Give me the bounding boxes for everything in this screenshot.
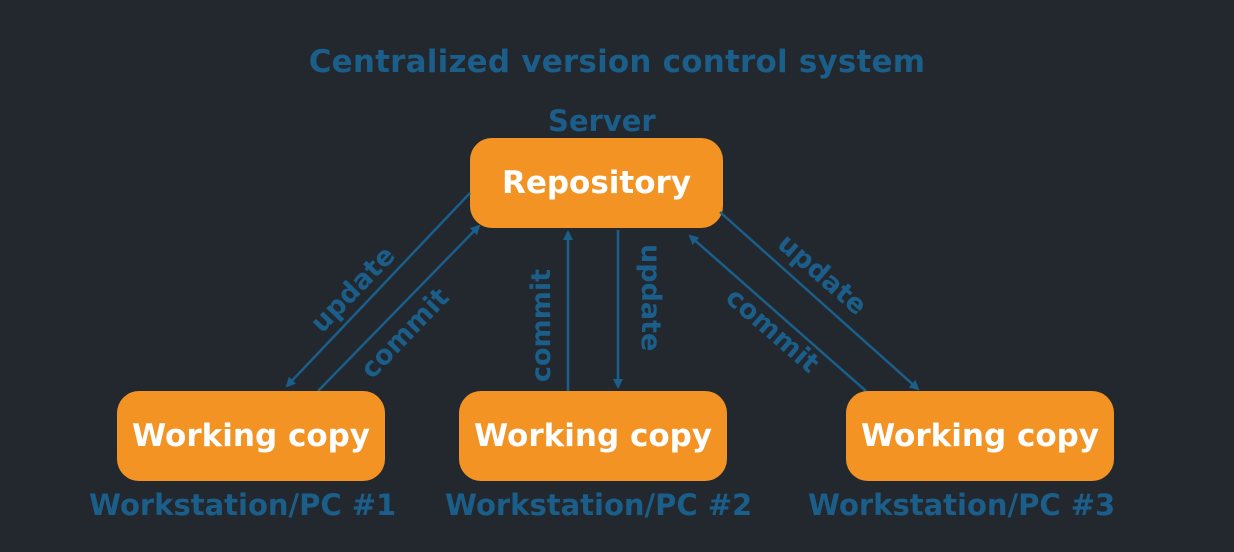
- workstation-label-3: Workstation/PC #3: [808, 488, 1116, 522]
- working-copy-label-3: Working copy: [860, 418, 1100, 454]
- working-copy-box-1: Working copy: [117, 391, 385, 481]
- update-arrow-ws3: [719, 211, 920, 391]
- server-label: Server: [548, 104, 656, 138]
- commit-arrow-ws3: [688, 234, 867, 392]
- working-copy-box-2: Working copy: [459, 391, 727, 481]
- commit-arrow-ws1: [317, 224, 481, 392]
- workstation-label-1: Workstation/PC #1: [89, 488, 397, 522]
- update-arrow-ws1: [285, 192, 471, 388]
- repository-box-label: Repository: [501, 165, 692, 201]
- commit-label-ws2: commit: [526, 269, 557, 382]
- working-copy-label-1: Working copy: [131, 418, 371, 454]
- workstation-label-2: Workstation/PC #2: [445, 488, 753, 522]
- update-label-ws1: update: [305, 240, 402, 339]
- update-label-ws3: update: [771, 228, 872, 322]
- diagram-title: Centralized version control system: [308, 44, 926, 80]
- working-copy-box-3: Working copy: [846, 391, 1114, 481]
- update-label-ws2: update: [635, 244, 666, 351]
- working-copy-label-2: Working copy: [473, 418, 713, 454]
- repository-box: Repository: [470, 138, 723, 228]
- commit-label-ws3: commit: [719, 282, 825, 380]
